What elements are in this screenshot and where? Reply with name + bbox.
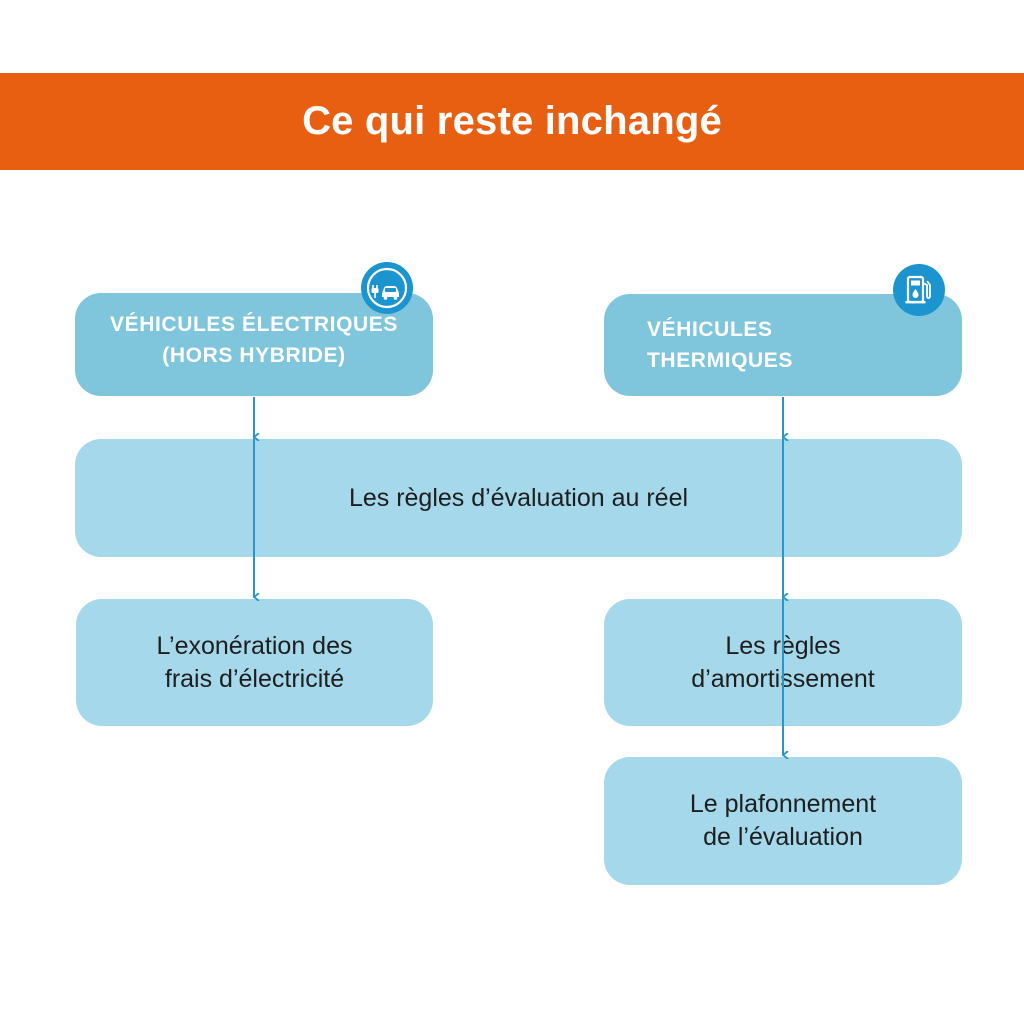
category-electric-line2: (HORS HYBRIDE): [162, 343, 346, 367]
thermal-rule-1-line1: Les règles: [725, 631, 841, 660]
electric-rule-line1: L’exonération des: [156, 631, 353, 660]
category-electric-line1: VÉHICULES ÉLECTRIQUES: [110, 312, 398, 336]
category-thermal-line2: THERMIQUES: [647, 349, 794, 372]
category-thermal-line1: VÉHICULES: [647, 318, 773, 341]
page-title: Ce qui reste inchangé: [302, 99, 722, 143]
electric-rule-line2: frais d’électricité: [164, 664, 345, 693]
thermal-rule-2-line1: Le plafonnement: [689, 790, 877, 818]
shared-rule-text: Les règles d’évaluation au réel: [348, 483, 689, 512]
thermal-rule-box-1: Les règles d’amortissement: [604, 599, 962, 726]
thermal-rule-box-2: Le plafonnement de l’évaluation: [604, 757, 962, 885]
ev-charging-car-icon: [361, 262, 413, 314]
electric-rule-box: L’exonération des frais d’électricité: [76, 599, 433, 726]
shared-rule-box: Les règles d’évaluation au réel: [75, 439, 962, 557]
fuel-pump-icon: [893, 264, 945, 316]
thermal-rule-1-line2: d’amortissement: [691, 664, 875, 693]
category-thermal-vehicles: VÉHICULES THERMIQUES: [604, 294, 962, 396]
thermal-rule-2-line2: de l’évaluation: [703, 823, 863, 851]
header-banner: Ce qui reste inchangé: [0, 73, 1024, 170]
